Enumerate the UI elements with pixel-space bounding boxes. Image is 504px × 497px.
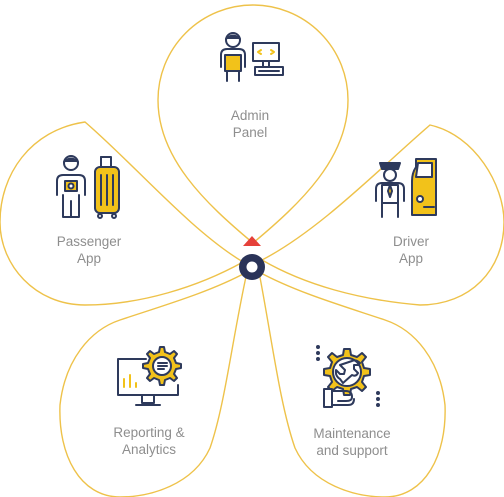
driver-app-label: Driver App — [346, 233, 476, 267]
reporting-label: Reporting & Analytics — [84, 424, 214, 458]
admin-label-line1: Admin — [230, 108, 270, 123]
passenger-label-line1: Passenger — [56, 234, 122, 249]
wrench-gear-icon — [316, 345, 380, 408]
admin-monitor-icon — [220, 32, 284, 82]
driver-label-line2: App — [398, 251, 424, 266]
passenger-luggage-icon — [56, 155, 120, 219]
maintenance-label-line1: Maintenance — [313, 426, 391, 441]
admin-panel-label: Admin Panel — [185, 107, 315, 141]
maintenance-label-line2: and support — [316, 443, 388, 458]
admin-label-line2: Panel — [232, 125, 268, 140]
passenger-app-label: Passenger App — [24, 233, 154, 267]
reporting-label-line1: Reporting & — [113, 425, 185, 440]
driver-car-icon — [375, 158, 437, 218]
center-logo — [239, 236, 265, 280]
driver-label-line1: Driver — [393, 234, 429, 249]
passenger-label-line2: App — [76, 251, 102, 266]
maintenance-label: Maintenance and support — [287, 425, 417, 459]
petal-admin — [157, 4, 349, 244]
petal-reporting — [59, 270, 249, 497]
analytics-monitor-icon — [117, 346, 182, 406]
reporting-label-line2: Analytics — [121, 442, 177, 457]
petal-maintenance — [258, 270, 446, 497]
petal-passenger — [0, 121, 245, 306]
